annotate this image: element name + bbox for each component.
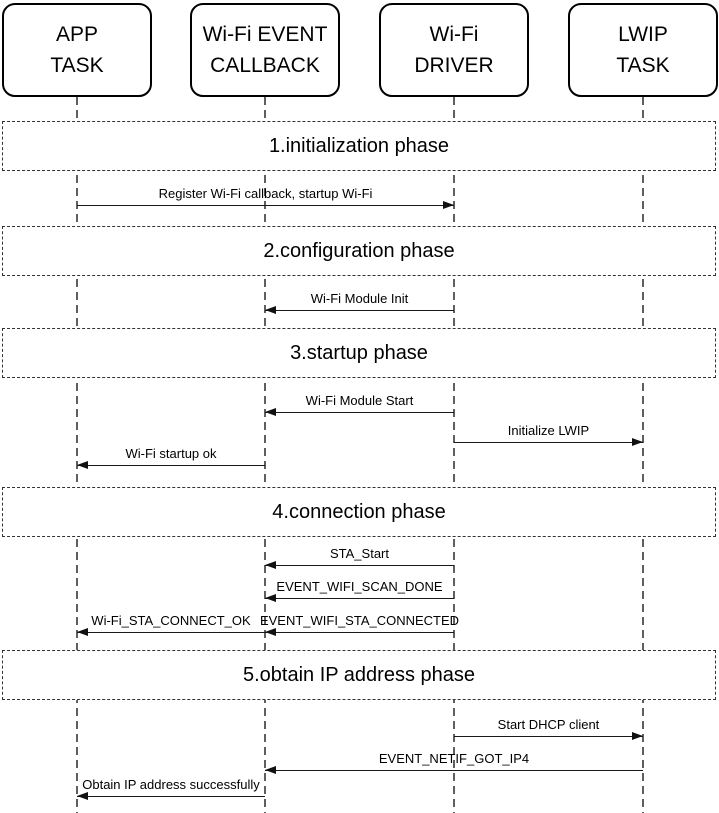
participant-app-task: APP TASK xyxy=(2,3,152,97)
phase-band: 1.initialization phase xyxy=(2,121,716,171)
message-label: EVENT_WIFI_SCAN_DONE xyxy=(276,579,443,594)
message-label: Wi-Fi_STA_CONNECT_OK xyxy=(91,613,251,628)
participant-label-line: TASK xyxy=(50,54,104,77)
participant-lwip-task: LWIP TASK xyxy=(568,3,718,97)
message-line xyxy=(77,465,265,466)
message-label: Initialize LWIP xyxy=(507,423,590,438)
participant-wi-fi-event-callback: Wi-Fi EVENT CALLBACK xyxy=(190,3,340,97)
message-line xyxy=(265,565,454,566)
arrowhead-icon xyxy=(443,201,454,210)
phase-band: 5.obtain IP address phase xyxy=(2,650,716,700)
lifeline-wi-fi-event-callback xyxy=(264,97,266,813)
arrowhead-icon xyxy=(265,561,276,570)
participant-label-line: LWIP xyxy=(618,22,668,46)
arrowhead-icon xyxy=(632,732,643,741)
participant-label-line: Wi-Fi xyxy=(429,22,479,46)
message-line xyxy=(265,412,454,413)
message-line xyxy=(77,632,265,633)
arrowhead-icon xyxy=(265,408,276,417)
message-line xyxy=(265,770,643,771)
participant-label-line: Wi-Fi EVENT xyxy=(202,22,328,46)
message-label: Wi-Fi Module Start xyxy=(305,393,414,408)
arrowhead-icon xyxy=(265,306,276,315)
message-label: Obtain IP address successfully xyxy=(82,777,260,792)
phase-label: 5.obtain IP address phase xyxy=(242,663,476,686)
phase-band: 4.connection phase xyxy=(2,487,716,537)
message-line xyxy=(265,598,454,599)
lifeline-app-task xyxy=(76,97,78,813)
participant-label-line: TASK xyxy=(616,54,670,77)
participant-label-line: CALLBACK xyxy=(210,54,320,77)
message-line xyxy=(265,632,454,633)
phase-label: 3.startup phase xyxy=(290,341,428,364)
phase-label: 1.initialization phase xyxy=(268,134,450,157)
phase-band: 3.startup phase xyxy=(2,328,716,378)
phase-label: 4.connection phase xyxy=(272,500,446,523)
arrowhead-icon xyxy=(265,628,276,637)
message-label: Register Wi-Fi callback, startup Wi-Fi xyxy=(158,186,373,201)
message-label: EVENT_NETIF_GOT_IP4 xyxy=(378,751,530,766)
message-line xyxy=(77,205,454,206)
arrowhead-icon xyxy=(632,438,643,447)
lifeline-lwip-task xyxy=(642,97,644,813)
arrowhead-icon xyxy=(77,628,88,637)
message-line xyxy=(77,796,265,797)
participant-label-line: APP xyxy=(55,22,99,46)
arrowhead-icon xyxy=(77,461,88,470)
arrowhead-icon xyxy=(265,594,276,603)
message-label: Wi-Fi Module Init xyxy=(310,291,409,306)
message-label: Wi-Fi startup ok xyxy=(125,446,217,461)
message-label: EVENT_WIFI_STA_CONNECTED xyxy=(259,613,460,628)
arrowhead-icon xyxy=(77,792,88,801)
message-label: STA_Start xyxy=(329,546,389,561)
arrowhead-icon xyxy=(265,766,276,775)
message-line xyxy=(454,736,643,737)
participant-label-line: DRIVER xyxy=(414,54,494,77)
lifeline-wi-fi-driver xyxy=(453,97,455,813)
message-line xyxy=(454,442,643,443)
message-line xyxy=(265,310,454,311)
phase-label: 2.configuration phase xyxy=(263,239,455,262)
message-label: Start DHCP client xyxy=(497,717,600,732)
phase-band: 2.configuration phase xyxy=(2,226,716,276)
